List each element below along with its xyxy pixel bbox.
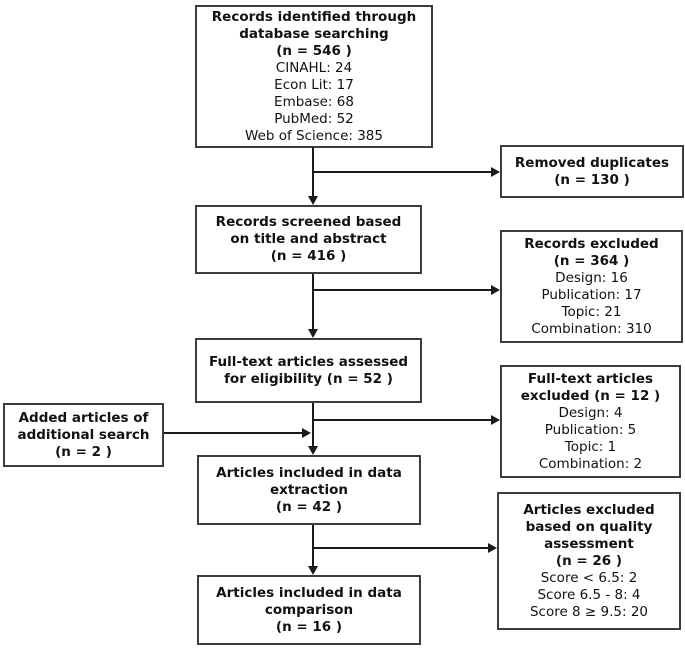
box-title-line: (n = 2 ) [55, 443, 112, 460]
box-title-line: Records identified through [211, 8, 417, 25]
box-title-line: based on quality [525, 518, 653, 535]
box-title-line: for eligibility (n = 52 ) [224, 370, 393, 387]
line-added-articles-to-flow [164, 432, 303, 434]
box-title-line: (n = 546 ) [276, 42, 352, 59]
line-screened-to-fulltext [312, 274, 314, 330]
arrowhead-down-icon [308, 566, 318, 575]
box-records-excluded: Records excluded (n = 364 ) Design: 16 P… [500, 230, 683, 343]
box-title-line: (n = 416 ) [270, 248, 347, 264]
box-detail-line: Score 8 ≥ 9.5: 20 [529, 603, 649, 620]
box-title-line: Records excluded [524, 235, 659, 252]
line-to-fulltext-excluded [313, 419, 491, 421]
box-title-line: database searching [239, 25, 389, 42]
box-detail-line: Web of Science: 385 [245, 127, 383, 144]
arrowhead-right-icon [488, 543, 497, 553]
box-title-line: extraction [269, 481, 349, 498]
box-detail-line: Combination: 2 [538, 455, 643, 472]
box-title-line: Added articles of [18, 409, 149, 426]
box-title-line: excluded (n = 12 ) [520, 387, 661, 404]
arrowhead-down-icon [308, 196, 318, 205]
box-detail-line: Publication: 5 [544, 421, 637, 438]
box-data-extraction: Articles included in data extraction (n … [197, 455, 421, 525]
box-title-line: Articles excluded [523, 501, 655, 518]
box-records-screened: Records screened based on title and abst… [195, 205, 422, 274]
box-detail-line: Publication: 17 [541, 286, 642, 303]
box-title-line: (n = 130 ) [554, 171, 630, 188]
box-title-line: Articles included in data [216, 584, 402, 601]
box-title-line: Removed duplicates [514, 154, 670, 171]
box-quality-excluded: Articles excluded based on quality asses… [497, 492, 681, 630]
box-data-comparison: Articles included in data comparison (n … [197, 575, 421, 645]
line-to-removed-duplicates [313, 171, 492, 173]
box-detail-line: CINAHL: 24 [275, 59, 353, 76]
line-to-quality-excluded [313, 547, 488, 549]
box-detail-line: Design: 16 [555, 269, 628, 286]
box-title-line: Full-text articles [527, 370, 654, 387]
box-detail-line: Topic: 21 [561, 303, 622, 320]
line-fulltext-to-extraction [312, 403, 314, 447]
box-detail-line: Topic: 1 [564, 438, 617, 455]
box-title-line: Records screened based [215, 214, 402, 230]
arrowhead-down-icon [308, 446, 318, 455]
box-detail-line: PubMed: 52 [274, 110, 354, 127]
arrowhead-right-icon [491, 415, 500, 425]
box-detail-line: Score 6.5 - 8: 4 [537, 586, 641, 603]
arrowhead-right-icon [491, 285, 500, 295]
box-title-line: assessment [544, 535, 634, 552]
box-detail-line: Embase: 68 [274, 93, 354, 110]
box-fulltext-assessed: Full-text articles assessed for eligibil… [195, 338, 422, 403]
box-title-line: (n = 16 ) [275, 618, 343, 635]
box-fulltext-excluded: Full-text articles excluded (n = 12 ) De… [500, 365, 681, 478]
arrowhead-down-icon [308, 329, 318, 338]
box-detail-line: Combination: 310 [531, 320, 652, 337]
box-title-line: comparison [264, 601, 354, 618]
box-title-line: (n = 42 ) [275, 498, 343, 515]
box-title-line: (n = 26 ) [555, 552, 623, 569]
box-detail-line: Score < 6.5: 2 [540, 569, 638, 586]
box-title-line: on title and abstract [230, 231, 387, 247]
box-title-line: Articles included in data [216, 464, 402, 481]
arrowhead-right-icon [491, 167, 500, 177]
box-title-line: additional search [17, 426, 150, 443]
box-detail-line: Design: 4 [558, 404, 623, 421]
arrowhead-right-icon [302, 428, 311, 438]
box-records-identified: Records identified through database sear… [195, 5, 433, 148]
line-extraction-to-comparison [312, 525, 314, 567]
box-detail-line: Econ Lit: 17 [274, 76, 354, 93]
box-title-line: Full-text articles assessed [208, 353, 409, 370]
box-title-line: (n = 364 ) [553, 252, 630, 269]
box-added-articles: Added articles of additional search (n =… [3, 403, 164, 467]
box-removed-duplicates: Removed duplicates (n = 130 ) [500, 145, 684, 198]
line-to-records-excluded [313, 289, 491, 291]
